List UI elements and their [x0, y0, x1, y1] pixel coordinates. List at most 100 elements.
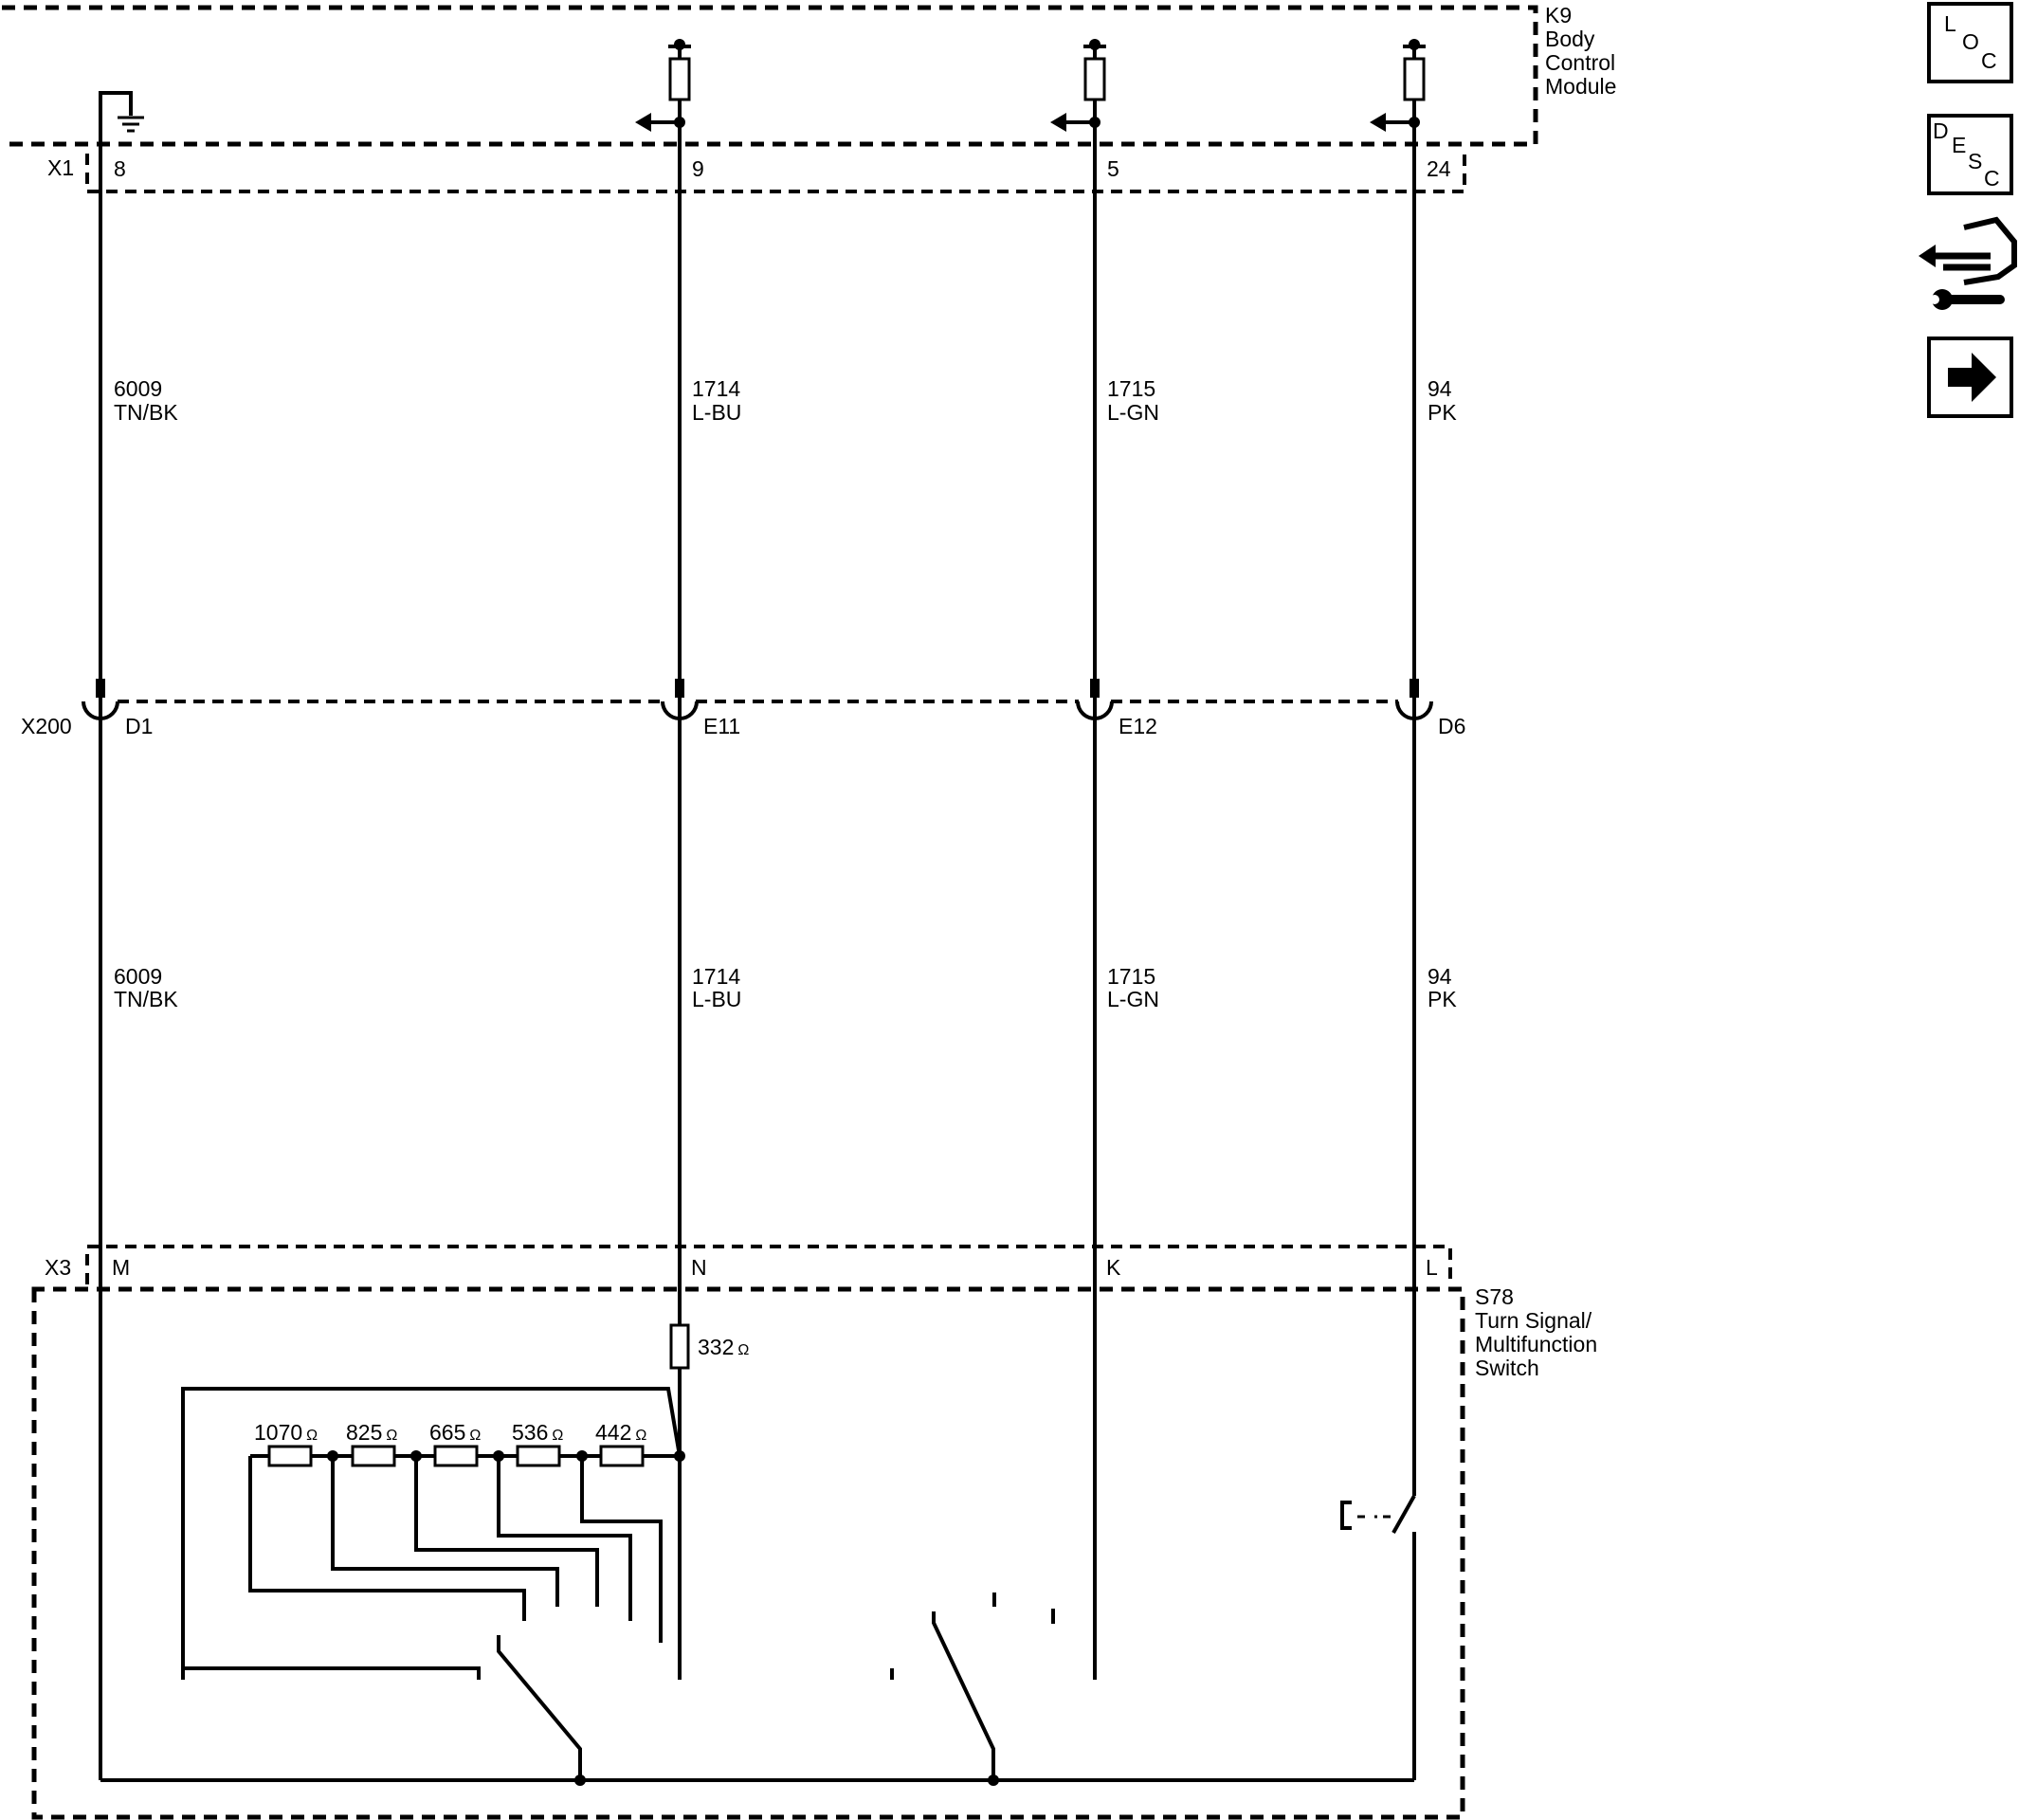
x200-terminal-d6: [1395, 679, 1433, 720]
bcm-boundary: [2, 5, 1538, 147]
resistor-825: [351, 1445, 396, 1467]
connector-repair-icon: [1919, 216, 2017, 310]
connector-x3: X3 M N K L: [45, 1245, 1452, 1284]
wire-color-94: PK: [1428, 400, 1457, 425]
wire-circuit-1715-lower: 1715: [1107, 964, 1155, 989]
resistor-442: [599, 1445, 645, 1467]
x200-terminal-e11: [661, 679, 699, 720]
arrow-right-icon: [1948, 353, 1996, 402]
bcm-name-line-3: Module: [1545, 74, 1616, 99]
s78-boundary: [31, 1286, 1465, 1820]
x200-pin-d1: D1: [125, 714, 153, 738]
svg-text:S: S: [1968, 149, 1982, 173]
bcm-name-line-2: Control: [1545, 50, 1615, 75]
body-control-module: K9 Body Control Module: [2, 3, 1616, 169]
location-icon: L O C: [1944, 11, 1997, 73]
side-toolbar: L O C D E S C: [1919, 2, 2017, 418]
wire-color-6009-lower: TN/BK: [114, 987, 178, 1011]
svg-text:D: D: [1933, 118, 1949, 143]
switch-common-bus: [100, 1774, 1414, 1786]
switch-contact-turn: [890, 1592, 1055, 1780]
wire-labels-upper: 6009 TN/BK 1714 L-BU 1715 L-GN 94 PK: [114, 376, 1457, 425]
svg-text:O: O: [1962, 29, 1979, 54]
wire-color-1715: L-GN: [1107, 400, 1159, 425]
wire-color-1714: L-BU: [692, 400, 741, 425]
bcm-input-circuit-5: [1050, 39, 1106, 132]
s78-name-line-2: Multifunction: [1475, 1332, 1597, 1356]
resistor-332-unit: Ω: [737, 1342, 749, 1358]
x3-pin-l: L: [1426, 1255, 1438, 1280]
wire-color-1714-lower: L-BU: [692, 987, 741, 1011]
s78-name-line-1: Turn Signal/: [1475, 1308, 1592, 1333]
connector-repair-button[interactable]: [1919, 216, 2017, 310]
wire-circuit-6009: 6009: [114, 376, 162, 401]
x3-label: X3: [45, 1255, 71, 1280]
x200-pin-d6: D6: [1438, 714, 1465, 738]
wire-circuit-6009-lower: 6009: [114, 964, 162, 989]
resistor-536: [516, 1445, 561, 1467]
x1-pin-8: 8: [114, 156, 126, 181]
resistor-1070-value: 1070: [254, 1420, 302, 1445]
svg-text:E: E: [1952, 133, 1966, 157]
s78-id: S78: [1475, 1284, 1514, 1309]
location-button[interactable]: L O C: [1927, 2, 2013, 83]
bcm-input-circuit-24: [1370, 39, 1426, 132]
wire-color-6009: TN/BK: [114, 400, 178, 425]
resistor-1070: [267, 1445, 313, 1467]
turn-signal-multifunction-switch: S78 Turn Signal/ Multifunction Switch 33…: [31, 1284, 1597, 1820]
x1-pin-5: 5: [1107, 156, 1119, 181]
x3-pin-k: K: [1106, 1255, 1121, 1280]
x200-pin-e12: E12: [1119, 714, 1157, 738]
ladder-return-loop: [181, 1387, 682, 1680]
bcm-id: K9: [1545, 3, 1572, 27]
wire-color-1715-lower: L-GN: [1107, 987, 1159, 1011]
resistor-825-value: 825: [346, 1420, 382, 1445]
svg-text:L: L: [1944, 11, 1956, 36]
s78-name-line-3: Switch: [1475, 1356, 1539, 1380]
resistor-665: [433, 1445, 479, 1467]
bcm-name-line-1: Body: [1545, 27, 1595, 51]
next-button[interactable]: [1927, 337, 2013, 418]
resistor-332-value: 332: [698, 1335, 734, 1359]
switch-contact-headlamp: [497, 1635, 582, 1780]
x200-pin-e11: E11: [703, 714, 740, 738]
wire-circuit-94-lower: 94: [1428, 964, 1452, 989]
x200-terminal-d1: [82, 679, 119, 720]
bcm-input-circuit-9: [635, 39, 691, 132]
svg-text:C: C: [1984, 166, 2000, 191]
wire-circuit-1714-lower: 1714: [692, 964, 740, 989]
description-button[interactable]: D E S C: [1927, 114, 2013, 195]
wire-circuit-1715: 1715: [1107, 376, 1155, 401]
x1-boundary: [85, 154, 1466, 193]
description-icon: D E S C: [1933, 118, 2000, 191]
svg-text:C: C: [1981, 48, 1997, 73]
x3-pin-n: N: [691, 1255, 707, 1280]
x3-pin-m: M: [112, 1255, 130, 1280]
x1-pin-24: 24: [1427, 156, 1451, 181]
wire-circuit-1714: 1714: [692, 376, 740, 401]
x1-pin-9: 9: [692, 156, 704, 181]
resistor-665-value: 665: [429, 1420, 465, 1445]
wire-color-94-lower: PK: [1428, 987, 1457, 1011]
resistor-536-value: 536: [512, 1420, 548, 1445]
connector-x1: X1 8 9 5 24: [47, 154, 1466, 193]
x200-terminal-e12: [1076, 679, 1114, 720]
wire-circuit-94: 94: [1428, 376, 1452, 401]
connector-x200: X200 D1 E11 E12 D6: [21, 679, 1465, 738]
x1-label: X1: [47, 155, 74, 180]
x200-label: X200: [21, 714, 72, 738]
resistor-442-value: 442: [595, 1420, 631, 1445]
wire-labels-lower: 6009 TN/BK 1714 L-BU 1715 L-GN 94 PK: [114, 964, 1457, 1011]
x3-boundary: [85, 1245, 1452, 1284]
ground-icon: [99, 91, 144, 169]
switch-contact-momentary: [1340, 1495, 1416, 1780]
